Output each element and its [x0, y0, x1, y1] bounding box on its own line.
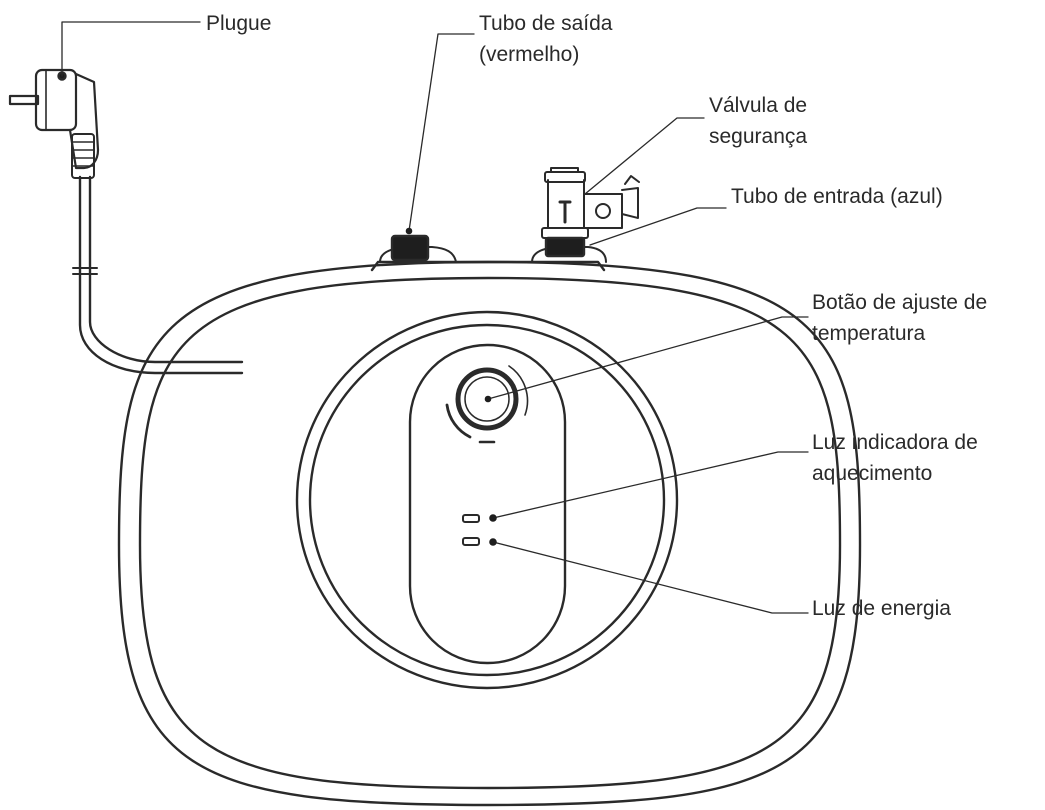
- leader-safety-valve: [584, 117, 705, 195]
- label-heating-light: Luz indicadora de aquecimento: [812, 431, 978, 485]
- cord-break-mark: [72, 267, 98, 275]
- leader-inlet-pipe: [589, 207, 727, 246]
- front-ring-inner: [308, 323, 666, 677]
- leader-dots: [405, 227, 497, 546]
- label-safety-valve: Válvula de segurança: [709, 94, 808, 148]
- label-plug: Plugue: [206, 12, 272, 35]
- leader-power-light: [492, 541, 809, 614]
- heater-outer-body: [117, 260, 862, 807]
- temperature-knob[interactable]: [445, 365, 529, 444]
- leader-lines: [61, 21, 809, 614]
- outlet-pipe: [379, 234, 457, 263]
- leader-outlet-pipe: [408, 33, 475, 232]
- heater-body-inner-rim: [138, 276, 842, 790]
- leader-temp-knob: [487, 316, 809, 400]
- power-indicator-light: [462, 537, 480, 546]
- power-cord: [78, 175, 244, 375]
- leader-plug: [61, 21, 201, 77]
- top-collar: [370, 260, 606, 272]
- label-power-light: Luz de energia: [812, 597, 951, 620]
- label-outlet-pipe: Tubo de saída (vermelho): [479, 12, 613, 66]
- heating-indicator-light: [462, 514, 480, 523]
- leader-heating-light: [492, 451, 809, 519]
- plug-icon: [8, 68, 100, 179]
- label-inlet-pipe: Tubo de entrada (azul): [731, 185, 943, 208]
- front-ring-outer: [295, 310, 679, 690]
- control-panel: [408, 343, 567, 665]
- inlet-pipe-and-safety-valve: [531, 167, 640, 263]
- label-temperature-knob: Botão de ajuste de temperatura: [812, 291, 988, 345]
